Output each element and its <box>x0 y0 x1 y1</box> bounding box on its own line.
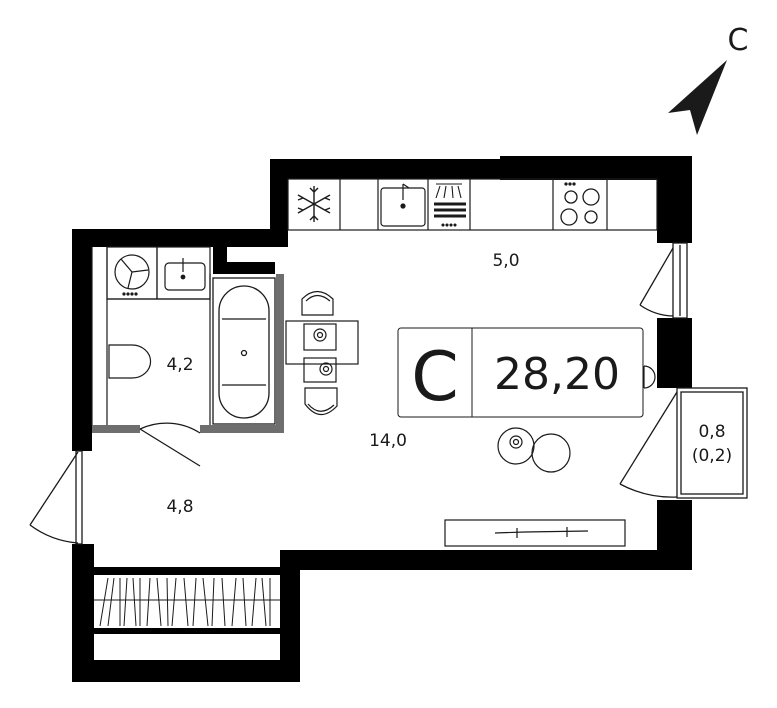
stove-icon <box>560 182 600 226</box>
round-table-icon <box>497 427 571 473</box>
north-arrow-icon <box>668 60 727 135</box>
hall-area: 4,8 <box>166 497 193 517</box>
bathroom-area: 4,2 <box>166 355 193 375</box>
kitchen-counter <box>287 178 658 231</box>
window-right <box>639 242 688 319</box>
bathroom-sink-icon <box>156 246 211 300</box>
living-area: 14,0 <box>369 431 407 451</box>
dishwasher-icon <box>434 183 466 227</box>
balcony-area: 0,8 <box>698 422 725 442</box>
chair-bottom-icon <box>304 387 338 416</box>
kitchen-area: 5,0 <box>492 251 519 271</box>
wall-chair-icon <box>643 365 656 389</box>
area-badge <box>397 327 644 418</box>
fridge-snowflake-icon <box>297 186 331 222</box>
tv-stand <box>444 519 626 547</box>
bathtub-icon <box>212 277 276 425</box>
total-area: 28,20 <box>494 349 620 400</box>
interior-partitions <box>92 274 284 433</box>
storage-shelving <box>94 577 280 627</box>
dining-table <box>285 320 359 383</box>
washing-machine-icon <box>106 246 158 300</box>
exterior-walls <box>72 156 692 682</box>
balcony-door <box>619 391 678 498</box>
toilet-icon <box>108 344 152 379</box>
chair-top-icon <box>301 290 334 316</box>
bathroom-walls-lines <box>91 247 211 425</box>
entrance-door <box>29 450 83 545</box>
bathroom-door <box>139 422 201 467</box>
unit-type-letter: С <box>411 338 458 417</box>
balcony-reduced-area: (0,2) <box>692 446 732 466</box>
balcony <box>676 387 748 499</box>
kitchen-sink-icon <box>380 183 426 227</box>
compass-letter: С <box>728 23 749 58</box>
